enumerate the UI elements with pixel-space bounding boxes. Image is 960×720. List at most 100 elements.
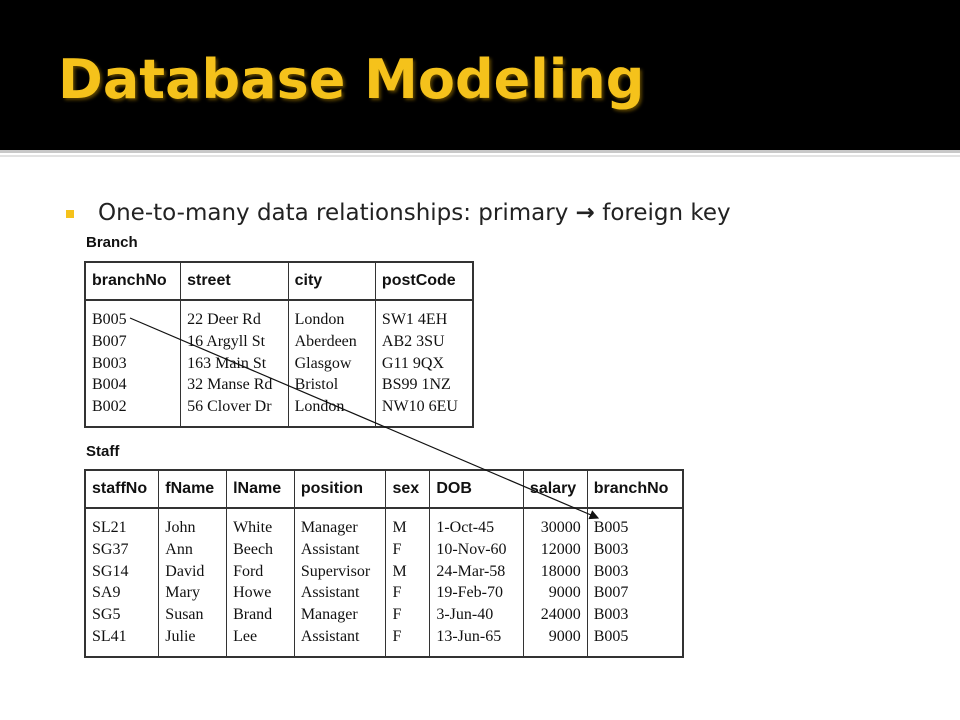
padding-cell — [522, 647, 588, 657]
bullet-text: One-to-many data relationships: primary … — [98, 200, 731, 226]
staff-cell-dob: 1-Oct-45 — [429, 517, 524, 539]
staff-cell-fname: John — [158, 517, 228, 539]
padding-cell — [226, 508, 295, 517]
branch-cell-city: Bristol — [287, 374, 376, 397]
staff-cell-staffno: SG14 — [84, 560, 160, 583]
branch-cell-branchno: B007 — [84, 330, 182, 353]
staff-cell-sex: F — [385, 625, 431, 648]
branch-cell-city: London — [287, 309, 376, 331]
staff-header-position: position — [293, 470, 387, 509]
staff-cell-sex: F — [385, 604, 431, 626]
padding-cell — [158, 508, 228, 517]
bullet-point: One-to-many data relationships: primary … — [66, 196, 731, 230]
staff-cell-staffno: SA9 — [84, 582, 160, 605]
branch-cell-branchno: B005 — [84, 309, 182, 331]
staff-cell-staffno: SG37 — [84, 538, 160, 561]
padding-cell — [158, 647, 228, 657]
staff-cell-lname: Howe — [226, 582, 295, 605]
staff-cell-fname: Mary — [158, 582, 228, 605]
staff-cell-position: Manager — [293, 604, 387, 626]
branch-cell-branchno: B004 — [84, 374, 182, 397]
padding-cell — [287, 300, 376, 309]
staff-cell-branchno: B003 — [586, 604, 684, 626]
staff-cell-lname: Beech — [226, 538, 295, 561]
branch-cell-city: Aberdeen — [287, 330, 376, 353]
padding-cell — [586, 508, 684, 517]
staff-cell-staffno: SL41 — [84, 625, 160, 648]
padding-cell — [226, 647, 295, 657]
staff-cell-dob: 13-Jun-65 — [429, 625, 524, 648]
bullet-square-icon — [66, 210, 74, 218]
padding-cell — [586, 647, 684, 657]
staff-cell-sex: F — [385, 582, 431, 605]
branch-cell-street: 32 Manse Rd — [180, 374, 289, 397]
staff-cell-lname: Ford — [226, 560, 295, 583]
padding-cell — [374, 417, 474, 427]
slide-title: Database Modeling — [58, 48, 645, 111]
branch-header-postcode: postCode — [374, 262, 474, 301]
padding-cell — [385, 647, 431, 657]
staff-header-sex: sex — [385, 470, 431, 509]
branch-cell-street: 163 Main St — [180, 352, 289, 375]
branch-cell-street: 22 Deer Rd — [180, 309, 289, 331]
staff-cell-fname: Julie — [158, 625, 228, 648]
staff-cell-salary: 24000 — [522, 604, 588, 626]
staff-cell-fname: Ann — [158, 538, 228, 561]
padding-cell — [84, 508, 160, 517]
staff-header-staffno: staffNo — [84, 470, 160, 509]
staff-cell-salary: 12000 — [522, 538, 588, 561]
padding-cell — [385, 508, 431, 517]
staff-cell-dob: 3-Jun-40 — [429, 604, 524, 626]
staff-cell-salary: 30000 — [522, 517, 588, 539]
branch-cell-city: London — [287, 396, 376, 418]
branch-cell-postcode: AB2 3SU — [374, 330, 474, 353]
branch-caption: Branch — [86, 234, 138, 251]
title-bar: Database Modeling — [0, 0, 960, 150]
staff-cell-lname: Lee — [226, 625, 295, 648]
padding-cell — [293, 508, 387, 517]
staff-cell-dob: 24-Mar-58 — [429, 560, 524, 583]
branch-cell-city: Glasgow — [287, 352, 376, 375]
staff-cell-branchno: B003 — [586, 538, 684, 561]
branch-cell-postcode: NW10 6EU — [374, 396, 474, 418]
staff-cell-sex: M — [385, 560, 431, 583]
padding-cell — [429, 508, 524, 517]
divider-bottom — [0, 155, 960, 157]
bullet-text-after: foreign key — [594, 200, 731, 226]
branch-header-city: city — [287, 262, 376, 301]
padding-cell — [180, 417, 289, 427]
branch-cell-street: 16 Argyll St — [180, 330, 289, 353]
padding-cell — [84, 647, 160, 657]
staff-cell-lname: Brand — [226, 604, 295, 626]
staff-header-salary: salary — [522, 470, 588, 509]
branch-cell-postcode: BS99 1NZ — [374, 374, 474, 397]
staff-cell-position: Supervisor — [293, 560, 387, 583]
branch-header-branchno: branchNo — [84, 262, 182, 301]
table-padding-row — [84, 300, 474, 309]
right-arrow-icon: → — [575, 200, 595, 226]
branch-cell-branchno: B003 — [84, 352, 182, 375]
padding-cell — [287, 417, 376, 427]
staff-cell-branchno: B005 — [586, 517, 684, 539]
padding-cell — [429, 647, 524, 657]
staff-cell-dob: 10-Nov-60 — [429, 538, 524, 561]
padding-cell — [522, 508, 588, 517]
staff-cell-position: Assistant — [293, 582, 387, 605]
staff-cell-staffno: SL21 — [84, 517, 160, 539]
staff-cell-branchno: B005 — [586, 625, 684, 648]
staff-cell-position: Assistant — [293, 625, 387, 648]
divider-top — [0, 150, 960, 153]
staff-cell-branchno: B007 — [586, 582, 684, 605]
padding-cell — [374, 300, 474, 309]
staff-cell-position: Manager — [293, 517, 387, 539]
bullet-text-before: One-to-many data relationships: primary — [98, 200, 576, 226]
